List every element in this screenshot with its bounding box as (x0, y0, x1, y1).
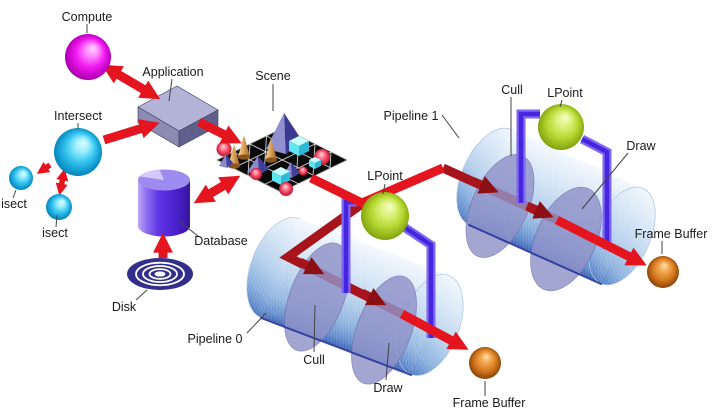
label-intersect: Intersect (54, 109, 102, 123)
arrow-intersect-isect-bottom (55, 168, 69, 196)
label-isect-left: isect (1, 197, 27, 211)
label-application: Application (142, 65, 203, 79)
lpoint1-pipe-left (516, 109, 540, 203)
arrow-pipeline0-framebuffer (399, 310, 469, 350)
label-database: Database (194, 234, 248, 248)
cube-icon (272, 167, 290, 185)
intersect-sphere (54, 128, 102, 176)
scene-platform (216, 113, 348, 196)
arrow-scene-junction (309, 163, 445, 208)
leader-database (179, 221, 199, 237)
leader-application (168, 78, 173, 102)
cone-icon (265, 138, 277, 163)
label-framebuffer1: Frame Buffer (635, 227, 708, 241)
scene-objects (216, 113, 330, 196)
sphere-icon (250, 168, 262, 180)
app-arrows (36, 64, 242, 258)
lpoint0-pipe-right (395, 219, 436, 338)
cone-icon (238, 135, 250, 160)
database-cylinder (138, 169, 190, 237)
label-lpoint0: LPoint (367, 169, 403, 183)
label-draw0: Draw (373, 381, 403, 395)
lpoint0-sphere (361, 192, 409, 240)
leader-disk (135, 289, 148, 301)
compute-sphere (65, 34, 111, 80)
framebuffer0-sphere (469, 347, 501, 379)
arrow-intersect-application (102, 119, 160, 145)
lpoint-pipes (341, 109, 612, 338)
leader-isect-bottom (55, 214, 58, 228)
pipeline0-cylinder (246, 200, 464, 385)
label-cull1: Cull (501, 83, 523, 97)
framebuffer1-sphere (647, 256, 679, 288)
leader-draw0 (385, 342, 390, 381)
isect-bottom-sphere (46, 194, 72, 220)
label-pipeline0: Pipeline 0 (188, 332, 243, 346)
leader-lines (12, 24, 663, 396)
sphere-icon (298, 166, 308, 176)
label-compute: Compute (62, 10, 113, 24)
pipeline1-bottom-edge (468, 224, 602, 285)
leader-pipeline1 (441, 114, 460, 139)
label-framebuffer0: Frame Buffer (453, 396, 526, 410)
arrow-intersect-isect-left (36, 162, 52, 174)
main-flow-arrows (309, 163, 647, 350)
label-cull0: Cull (303, 353, 325, 367)
sphere-icon (279, 182, 293, 196)
leader-draw1 (581, 152, 629, 210)
lpoint1-pipe-right (579, 135, 612, 249)
leader-cull0 (313, 304, 316, 353)
cube-icon (289, 136, 309, 156)
draw1-flow-arrow (525, 201, 554, 219)
label-draw1: Draw (626, 139, 656, 153)
label-isect-bottom: isect (42, 226, 68, 240)
disk-icon (127, 258, 193, 290)
leader-lpoint1 (559, 99, 563, 108)
cull0-flow-arrow (297, 257, 325, 275)
arrow-compute-application (101, 64, 161, 100)
leader-pipeline0 (246, 312, 267, 334)
cube-icon (309, 157, 321, 169)
pipeline0-bottom-edge (260, 317, 412, 376)
arrow-database-scene (193, 175, 241, 204)
draw0-flow-arrow (359, 288, 387, 306)
pyramid-icon (219, 154, 233, 168)
leader-isect-left (12, 189, 17, 199)
arrow-pipeline1-framebuffer (554, 215, 647, 266)
cull0-disc (284, 242, 350, 352)
label-disk: Disk (112, 300, 137, 314)
arrow-application-scene (196, 117, 242, 144)
lpoint1-sphere (538, 104, 584, 150)
isect-left-sphere (9, 166, 33, 190)
label-lpoint1: LPoint (547, 86, 583, 100)
label-pipeline1: Pipeline 1 (384, 109, 439, 123)
application-box (137, 85, 219, 148)
sphere-icon (216, 141, 232, 157)
cull1-flow-arrow (470, 176, 499, 194)
leader-lpoint0 (382, 183, 386, 195)
label-scene: Scene (255, 69, 290, 83)
labels: Compute Application Intersect Scene isec… (1, 10, 707, 410)
